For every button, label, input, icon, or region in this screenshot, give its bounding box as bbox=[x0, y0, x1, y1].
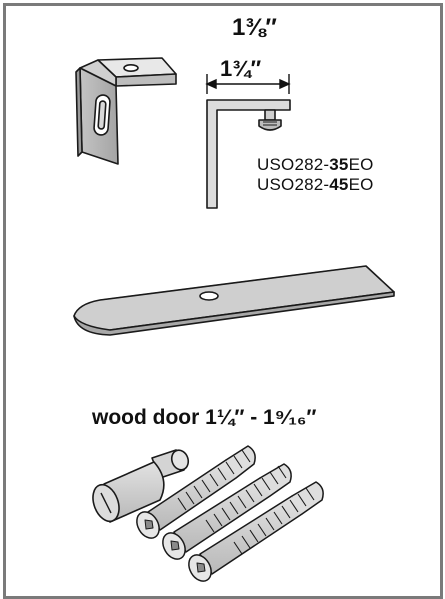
dimension-arrow bbox=[205, 74, 291, 94]
screw-2-icon bbox=[162, 463, 292, 560]
part-number-45: USO282-45EO bbox=[257, 175, 374, 194]
bracket-profile-icon bbox=[206, 99, 291, 209]
part-number-35: USO282-35EO bbox=[257, 155, 374, 174]
screw-1-icon bbox=[136, 445, 256, 539]
overall-width-dimension: 1⅜″ bbox=[232, 14, 277, 41]
bracket-width-dimension: 1¾″ bbox=[220, 56, 262, 81]
screw-3-icon bbox=[188, 481, 324, 582]
wood-door-screw-label: wood door 1¼″ - 1⁹⁄₁₆″ bbox=[92, 406, 317, 429]
mounting-strip-icon bbox=[73, 265, 395, 336]
l-bracket-icon bbox=[75, 57, 177, 165]
barrel-nut-icon bbox=[92, 449, 190, 523]
